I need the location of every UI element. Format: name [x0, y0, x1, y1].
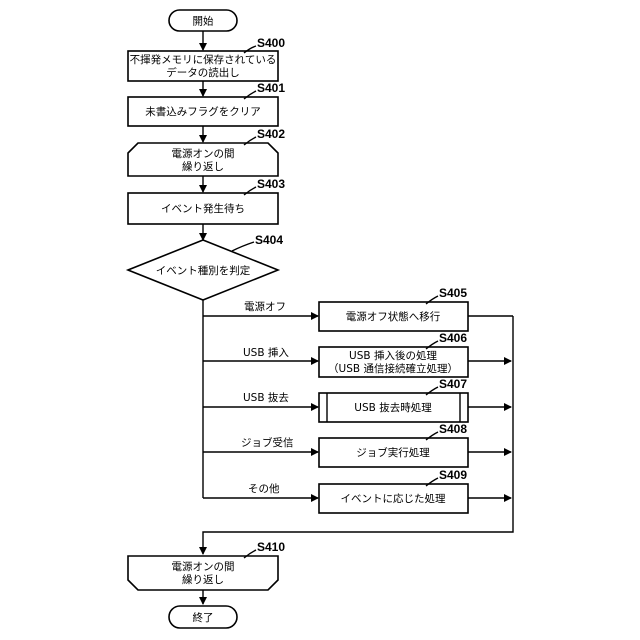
s407-line1: USB 抜去時処理	[354, 401, 432, 414]
s405-line1: 電源オフ状態へ移行	[346, 310, 441, 323]
s400-label: S400	[257, 36, 285, 50]
step-s410-loop-end: 電源オンの間 繰り返し S410	[128, 540, 285, 590]
s406-label: S406	[439, 331, 467, 345]
s407-label: S407	[439, 377, 467, 391]
branch-label-usb-remove: USB 抜去	[243, 391, 289, 404]
s404-leader	[232, 242, 254, 251]
s406-line1: USB 挿入後の処理	[349, 349, 437, 362]
s402-label: S402	[257, 127, 285, 141]
step-s406: USB 挿入後の処理 （USB 通信接続確立処理） S406	[319, 331, 468, 377]
branch-label-power-off: 電源オフ	[244, 300, 286, 313]
step-s400: 不揮発メモリに保存されている データの読出し S400	[128, 36, 285, 81]
s404-label: S404	[255, 233, 283, 247]
step-s407: USB 抜去時処理 S407	[319, 377, 468, 422]
step-s408: ジョブ実行処理 S408	[319, 422, 468, 467]
s401-line1: 未書込みフラグをクリア	[145, 105, 261, 118]
s410-line2: 繰り返し	[182, 573, 224, 586]
s400-line2: データの読出し	[166, 66, 240, 79]
s409-line1: イベントに応じた処理	[341, 492, 446, 505]
step-s403: イベント発生待ち S403	[128, 177, 285, 224]
s402-line2: 繰り返し	[182, 160, 224, 173]
step-s401: 未書込みフラグをクリア S401	[128, 81, 285, 126]
s409-label: S409	[439, 468, 467, 482]
branch-label-usb-insert: USB 挿入	[243, 346, 289, 359]
s408-label: S408	[439, 422, 467, 436]
s403-line1: イベント発生待ち	[161, 202, 245, 215]
step-s404-decision: イベント種別を判定 S404	[128, 233, 283, 300]
s401-label: S401	[257, 81, 285, 95]
s410-label: S410	[257, 540, 285, 554]
s403-label: S403	[257, 177, 285, 191]
branch-label-other: その他	[248, 482, 280, 495]
end-terminator: 終了	[169, 606, 237, 628]
s402-line1: 電源オンの間	[172, 147, 235, 160]
branch-label-job-received: ジョブ受信	[241, 436, 294, 449]
end-text: 終了	[193, 611, 214, 624]
s408-line1: ジョブ実行処理	[356, 446, 430, 459]
step-s405: 電源オフ状態へ移行 S405	[319, 286, 468, 331]
s405-label: S405	[439, 286, 467, 300]
s406-line2: （USB 通信接続確立処理）	[328, 362, 458, 375]
s410-line1: 電源オンの間	[172, 560, 235, 573]
s400-line1: 不揮発メモリに保存されている	[130, 53, 277, 66]
start-text: 開始	[193, 15, 214, 28]
start-terminator: 開始	[169, 10, 237, 31]
s404-line1: イベント種別を判定	[156, 264, 251, 277]
step-s409: イベントに応じた処理 S409	[319, 468, 468, 513]
step-s402-loop-start: 電源オンの間 繰り返し S402	[128, 127, 285, 176]
